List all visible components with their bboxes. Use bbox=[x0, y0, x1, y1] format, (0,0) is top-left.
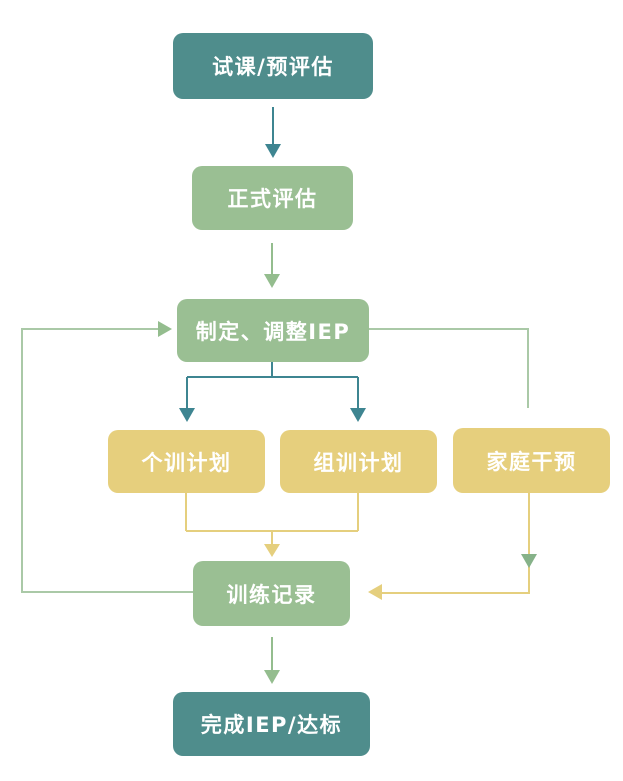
node-iep-develop-adjust: 制定、调整IEP bbox=[177, 299, 369, 362]
node-formal-assessment-label: 正式评估 bbox=[227, 187, 318, 211]
arrow-plans-to-record bbox=[185, 493, 359, 557]
node-group-training-plan-label: 组训计划 bbox=[313, 450, 404, 475]
arrow-record-to-complete bbox=[264, 637, 280, 684]
arrow-family-to-record bbox=[368, 493, 537, 600]
arrow-iep-to-individual-and-group bbox=[179, 362, 366, 422]
node-trial-pre-assessment: 试课/预评估 bbox=[173, 33, 373, 99]
node-iep-develop-adjust-label: 制定、调整IEP bbox=[195, 319, 351, 344]
node-group-training-plan: 组训计划 bbox=[280, 430, 437, 493]
node-family-intervention: 家庭干预 bbox=[453, 428, 610, 493]
node-complete-iep-goal-met: 完成IEP/达标 bbox=[173, 692, 370, 756]
line-iep-to-family bbox=[369, 328, 529, 408]
node-training-record-label: 训练记录 bbox=[226, 582, 317, 607]
node-individual-training-plan: 个训计划 bbox=[108, 430, 265, 493]
arrow-formal-to-iep bbox=[264, 243, 280, 288]
arrow-trial-to-formal bbox=[265, 107, 281, 158]
node-training-record: 训练记录 bbox=[193, 561, 350, 626]
node-complete-iep-goal-met-label: 完成IEP/达标 bbox=[200, 713, 343, 737]
node-trial-pre-assessment-label: 试课/预评估 bbox=[212, 55, 334, 79]
node-formal-assessment: 正式评估 bbox=[192, 166, 353, 230]
node-family-intervention-label: 家庭干预 bbox=[486, 449, 577, 474]
node-individual-training-plan-label: 个训计划 bbox=[141, 450, 232, 475]
